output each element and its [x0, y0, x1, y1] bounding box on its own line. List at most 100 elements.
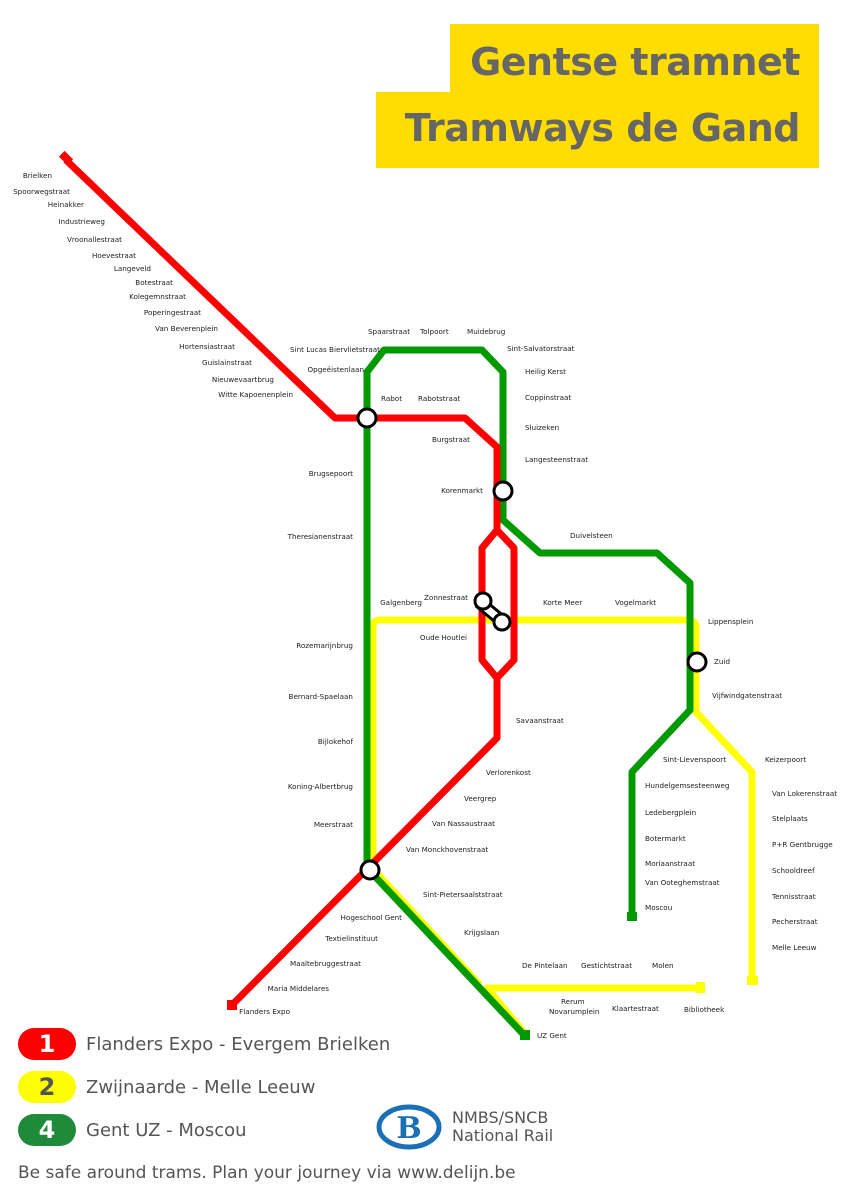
interchange-korenmarkt	[492, 480, 514, 502]
station-label[interactable]: Maria Middelares	[268, 984, 330, 993]
station-label[interactable]: Van Monckhovenstraat	[406, 845, 488, 854]
station-label[interactable]: Maaltebruggestraat	[290, 959, 361, 968]
station-label[interactable]: Moriaanstraat	[645, 859, 695, 868]
station-label[interactable]: Sluizeken	[525, 423, 559, 432]
nmbs-subtitle: National Rail	[452, 1126, 554, 1145]
station-label[interactable]: Textielinstituut	[324, 934, 378, 943]
station-label[interactable]: Rabotstraat	[418, 394, 460, 403]
station-label[interactable]: Heilig Kerst	[525, 367, 566, 376]
station-label[interactable]: Keizerpoort	[765, 755, 806, 764]
station-label[interactable]: Bijlokehof	[318, 737, 354, 746]
station-label[interactable]: Hortensiastraat	[179, 342, 235, 351]
station-label[interactable]: Vroonallestraat	[67, 235, 122, 244]
station-label[interactable]: Savaanstraat	[516, 716, 564, 725]
station-label[interactable]: Korenmarkt	[441, 486, 483, 495]
station-label[interactable]: Van Beverenplein	[155, 324, 218, 333]
station-label[interactable]: Bernard-Spaelaan	[289, 692, 353, 701]
station-label[interactable]: Tennisstraat	[771, 892, 816, 901]
station-label[interactable]: Tolpoort	[419, 327, 449, 336]
terminal-bibliotheek	[696, 982, 705, 993]
station-label[interactable]: Brielken	[23, 171, 52, 180]
station-label[interactable]: Langesteenstraat	[525, 455, 588, 464]
line-4-label: Gent UZ - Moscou	[86, 1119, 247, 1141]
station-label[interactable]: Zuid	[714, 657, 730, 666]
station-label[interactable]: Schooldreef	[772, 866, 815, 875]
terminal-melle-leeuw	[747, 976, 758, 985]
station-label[interactable]: Vijfwindgatenstraat	[712, 691, 782, 700]
station-label[interactable]: Van Lokerenstraat	[772, 789, 837, 798]
station-label[interactable]: Krijgslaan	[464, 928, 499, 937]
station-label[interactable]: Van Ooteghemstraat	[645, 878, 720, 887]
station-label[interactable]: Sint-Pietersaalststraat	[423, 890, 503, 899]
station-label[interactable]: P+R Gentbrugge	[772, 840, 833, 849]
station-label[interactable]: Botestraat	[135, 278, 173, 287]
station-label[interactable]: Poperingestraat	[144, 308, 201, 317]
station-label[interactable]: Novarumplein	[549, 1007, 599, 1016]
station-label[interactable]: Veergrep	[464, 794, 497, 803]
terminal-caps	[58, 150, 758, 1040]
legend-line-4[interactable]: 4 Gent UZ - Moscou	[18, 1112, 247, 1148]
station-label[interactable]: Heinakker	[48, 200, 84, 209]
station-label[interactable]: Ledebergplein	[645, 808, 696, 817]
legend-line-2[interactable]: 2 Zwijnaarde - Melle Leeuw	[18, 1069, 315, 1105]
station-label[interactable]: Coppinstraat	[525, 393, 571, 402]
station-label[interactable]: Sint Lucas Biervlietstraat	[290, 345, 380, 354]
station-label[interactable]: Meerstraat	[314, 820, 353, 829]
station-label[interactable]: Moscou	[645, 903, 672, 912]
station-label[interactable]: Van Nassaustraat	[432, 819, 495, 828]
station-label[interactable]: Melle Leeuw	[772, 943, 817, 952]
station-label[interactable]: UZ Gent	[537, 1031, 567, 1040]
station-label[interactable]: Duivelsteen	[570, 531, 613, 540]
station-label[interactable]: Muidebrug	[467, 327, 505, 336]
station-label[interactable]: Pecherstraat	[772, 917, 818, 926]
station-label[interactable]: Sint-Salvatorstraat	[507, 344, 575, 353]
station-label[interactable]: Stelplaats	[772, 814, 808, 823]
station-label[interactable]: Korte Meer	[543, 598, 582, 607]
station-label[interactable]: Bibliotheek	[684, 1005, 725, 1014]
station-label[interactable]: Hogeschool Gent	[341, 913, 403, 922]
station-label[interactable]: Koning-Albertbrug	[288, 782, 353, 791]
station-label[interactable]: Lippensplein	[708, 617, 753, 626]
station-label[interactable]: Kolegemnstraat	[129, 292, 186, 301]
map-title-french: Tramways de Gand	[404, 106, 801, 150]
terminal-brielken	[58, 150, 74, 166]
station-label[interactable]: Galgenberg	[380, 598, 422, 607]
station-label[interactable]: Oude Houtlei	[420, 633, 467, 642]
station-label[interactable]: Botermarkt	[645, 834, 686, 843]
interchange-oude-houtlei	[492, 612, 512, 632]
station-label[interactable]: Sint-Lievenspoort	[663, 755, 726, 764]
station-label[interactable]: Witte Kapoenenplein	[218, 390, 293, 399]
station-label[interactable]: Opgeëistenlaan	[307, 365, 364, 374]
station-label[interactable]: Nieuwevaartbrug	[212, 375, 274, 384]
station-label[interactable]: Verlorenkost	[486, 768, 531, 777]
station-label[interactable]: Gestichtstraat	[581, 961, 632, 970]
station-label[interactable]: Hoevestraat	[92, 251, 136, 260]
station-label[interactable]: Klaartestraat	[612, 1004, 659, 1013]
station-label[interactable]: Industrieweg	[58, 217, 105, 226]
station-label[interactable]: Theresianenstraat	[287, 532, 354, 541]
interchange-zonnestraat	[473, 591, 493, 611]
station-label[interactable]: Rabot	[381, 394, 402, 403]
station-label[interactable]: Spaarstraat	[368, 327, 410, 336]
station-label[interactable]: De Pintelaan	[522, 961, 568, 970]
line-4-route	[363, 346, 694, 918]
station-label[interactable]: Spoorwegstraat	[13, 187, 70, 196]
station-label[interactable]: Rerum	[561, 997, 585, 1006]
line-1-label: Flanders Expo - Evergem Brielken	[86, 1033, 391, 1055]
station-label[interactable]: Guislainstraat	[202, 358, 252, 367]
station-label[interactable]: Molen	[652, 961, 674, 970]
station-label[interactable]: Vogelmarkt	[615, 598, 656, 607]
legend-line-1[interactable]: 1 Flanders Expo - Evergem Brielken	[18, 1026, 390, 1062]
station-label[interactable]: Brugsepoort	[309, 469, 353, 478]
line-1-badge: 1	[18, 1028, 76, 1060]
station-label[interactable]: Langeveld	[114, 264, 151, 273]
station-label[interactable]: Hundelgemsesteenweg	[645, 781, 729, 790]
station-label[interactable]: Flanders Expo	[239, 1007, 290, 1016]
title-background-top	[450, 24, 819, 94]
station-label[interactable]: Burgstraat	[432, 435, 470, 444]
svg-text:B: B	[396, 1111, 421, 1146]
station-label[interactable]: Rozemarijnbrug	[296, 641, 353, 650]
station-label[interactable]: Zonnestraat	[424, 593, 468, 602]
interchange-zuid	[686, 651, 708, 673]
